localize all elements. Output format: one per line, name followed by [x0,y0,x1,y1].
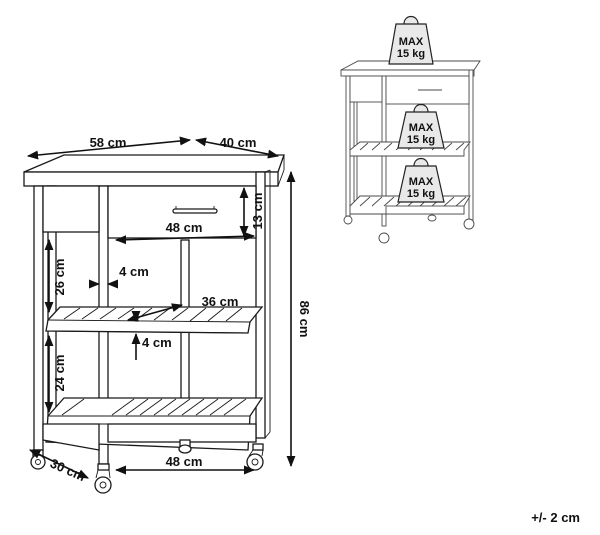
weight-icon-lower: MAX 15 kg [397,157,445,203]
label-base-width: 48 cm [166,454,203,469]
caster-front-right [94,463,112,494]
label-base-depth: 30 cm [48,456,88,485]
arrow-drawer-width [114,231,256,245]
caster-back-middle [178,439,192,454]
small-lower-front-board [385,205,465,215]
cart-top-side-lower [277,169,285,187]
weight-lower-line1: MAX [409,176,434,188]
cart-back-right-post [255,171,266,439]
weight-top-line1: MAX [399,36,424,48]
label-top-depth: 40 cm [220,135,257,150]
weight-icon-top: MAX 15 kg [388,15,434,65]
back-post-top [264,169,271,173]
label-shelf-depth: 36 cm [202,294,239,309]
weight-middle-line1: MAX [409,122,434,134]
small-caster-right [463,218,475,230]
weight-top-line2: 15 kg [397,48,425,60]
kitchen-cart-main-view [23,154,285,494]
dimension-arrows [26,136,296,479]
label-lower-gap: 24 cm [52,355,67,392]
label-total-height: 86 cm [297,301,312,338]
label-shelf-thickness: 4 cm [142,335,172,350]
cart-front-left-post [33,185,44,451]
weight-lower-line2: 15 kg [407,188,435,200]
weight-middle-line2: 15 kg [407,134,435,146]
lower-shelf-front-board [107,423,257,443]
cart-drawer-side-panel [42,185,100,233]
tolerance-note: +/- 2 cm [531,510,580,525]
cart-top-surface [23,154,285,173]
lower-shelf-side-board [42,423,100,451]
arrow-top-width [26,136,192,160]
drawer-handle [172,208,218,214]
arrow-base-depth [28,449,90,479]
label-rail: 4 cm [119,264,149,279]
load-capacity-view: MAX 15 kg MAX 15 kg MAX 15 kg [340,15,481,244]
small-cart-top-edge [340,69,475,77]
small-cart-drawer-side [349,75,383,103]
small-caster-left [343,215,353,225]
caster-back-right [246,443,264,471]
dimension-labels: 58 cm 40 cm 86 cm 13 cm 48 cm 26 cm 24 c… [48,135,312,484]
arrow-top-depth [194,137,280,159]
weight-icon-middle: MAX 15 kg [397,103,445,149]
back-post-bottom [264,431,271,439]
small-caster-front [378,232,390,244]
small-cart-left-post [345,75,351,217]
label-upper-gap: 26 cm [52,259,67,296]
cart-top-front-edge [23,171,279,187]
cart-top-side-edge [277,154,285,173]
small-caster-middle [427,214,437,222]
label-drawer-width: 48 cm [166,220,203,235]
lower-shelf-slats [61,398,247,416]
caster-front-left [30,449,46,470]
label-drawer-height: 13 cm [250,193,265,230]
middle-shelf-front-bottom [45,330,249,334]
label-top-width: 58 cm [90,135,127,150]
